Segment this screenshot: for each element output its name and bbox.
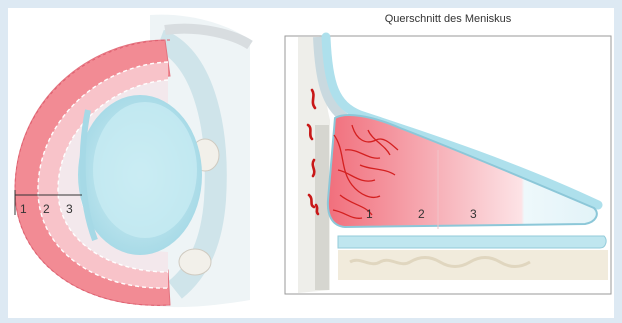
tibial-cartilage <box>93 102 197 238</box>
right-cross-section: Querschnitt des Meniskus <box>285 13 611 294</box>
left-meniscus-top-view: 1 2 3 <box>15 15 250 308</box>
cross-section-title: Querschnitt des Meniskus <box>385 13 512 25</box>
cartilage-nodule-lower <box>179 249 211 275</box>
cross-zone-label-1: 1 <box>366 207 373 221</box>
left-zone-label-2: 2 <box>43 202 50 216</box>
left-zone-label-1: 1 <box>20 202 27 216</box>
cross-zone-label-3: 3 <box>470 207 477 221</box>
cross-zone-label-2: 2 <box>418 207 425 221</box>
tibial-cartilage-band <box>338 236 606 248</box>
tibial-bone <box>338 250 608 280</box>
left-zone-label-3: 3 <box>66 202 73 216</box>
